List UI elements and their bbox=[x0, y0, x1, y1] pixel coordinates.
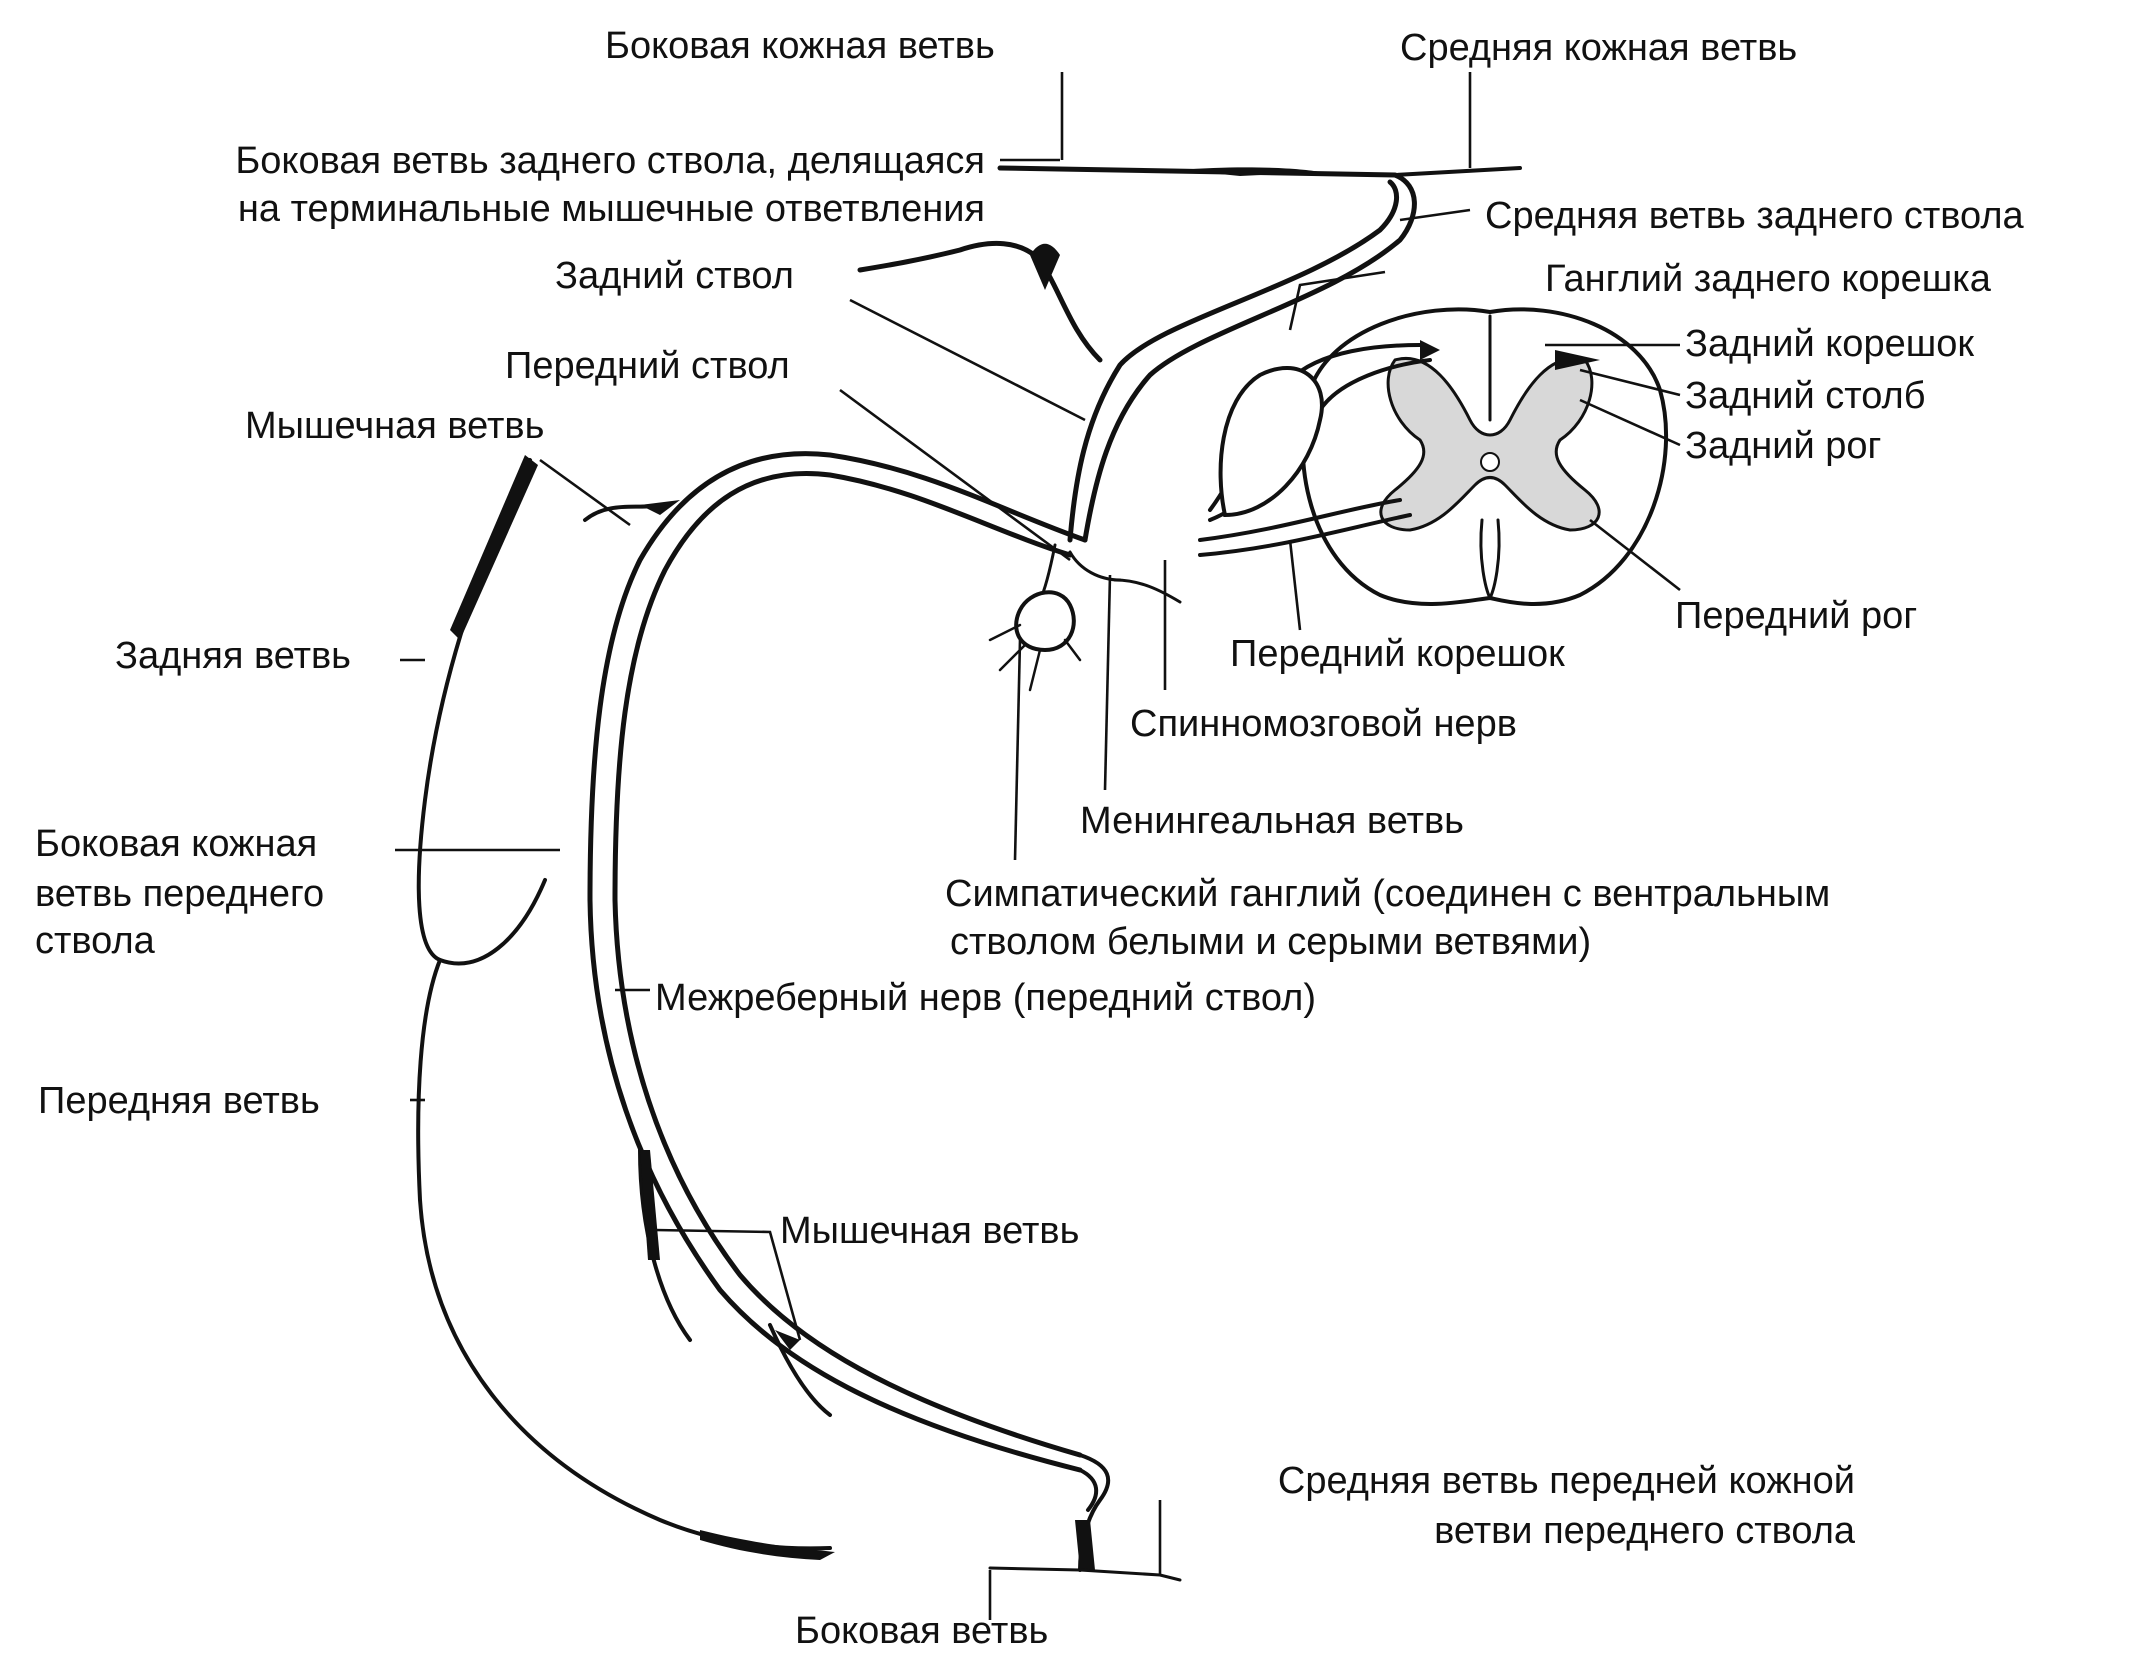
label-lateral-cutaneous-branch: Боковая кожная ветвь bbox=[605, 25, 995, 67]
label-medial-cutaneous-branch: Средняя кожная ветвь bbox=[1400, 27, 1798, 69]
label-posterior-branch: Задняя ветвь bbox=[115, 635, 351, 677]
label-anterior-horn: Передний рог bbox=[1675, 595, 1918, 637]
label-lateral-cutaneous-anterior-line3: ствола bbox=[35, 920, 155, 962]
label-spinal-nerve: Спинномозговой нерв bbox=[1130, 703, 1517, 745]
label-lateral-cutaneous-anterior-line1: Боковая кожная bbox=[35, 823, 318, 865]
label-medial-anterior-cutaneous-line1: Средняя ветвь передней кожной bbox=[1277, 1460, 1855, 1502]
label-muscular-branch-bottom: Мышечная ветвь bbox=[780, 1210, 1080, 1252]
label-anterior-branch: Передняя ветвь bbox=[38, 1080, 320, 1122]
anterior-trunk bbox=[587, 451, 1182, 1582]
label-sympathetic-ganglion-line1: Симпатический ганглий (соединен с вентра… bbox=[945, 873, 1831, 915]
label-medial-branch-posterior-trunk: Средняя ветвь заднего ствола bbox=[1485, 195, 2024, 237]
muscular-branch-lower bbox=[638, 1148, 832, 1417]
label-posterior-root-ganglion: Ганглий заднего корешка bbox=[1545, 258, 1991, 300]
label-lateral-branch-posterior-trunk-line2: на терминальные мышечные ответвления bbox=[237, 188, 985, 230]
label-lateral-branch-bottom: Боковая ветвь bbox=[795, 1610, 1049, 1652]
posterior-branch bbox=[416, 455, 835, 1560]
label-posterior-trunk: Задний ствол bbox=[555, 255, 794, 297]
label-posterior-horn: Задний рог bbox=[1685, 425, 1882, 467]
posterior-root-ganglion bbox=[1218, 365, 1324, 518]
label-intercostal-nerve: Межреберный нерв (передний ствол) bbox=[655, 977, 1316, 1019]
leader-lines bbox=[395, 72, 1681, 1620]
spinal-cord-section bbox=[1300, 307, 1669, 606]
label-posterior-column: Задний столб bbox=[1685, 375, 1926, 417]
label-lateral-cutaneous-anterior-line2: ветвь переднего bbox=[35, 873, 325, 915]
label-anterior-trunk: Передний ствол bbox=[505, 345, 790, 387]
sympathetic-ganglion bbox=[988, 543, 1182, 692]
label-lateral-branch-posterior-trunk-line1: Боковая ветвь заднего ствола, делящаяся bbox=[235, 140, 985, 182]
label-meningeal-branch: Менингеальная ветвь bbox=[1080, 800, 1464, 842]
posterior-root bbox=[1208, 340, 1600, 522]
grey-matter bbox=[1379, 356, 1601, 532]
label-medial-anterior-cutaneous-line2: ветви переднего ствола bbox=[1434, 1510, 1855, 1552]
anterior-root bbox=[1198, 498, 1412, 557]
label-anterior-root: Передний корешок bbox=[1230, 633, 1565, 675]
sympathetic-ganglion-body bbox=[1014, 590, 1076, 653]
label-posterior-root: Задний корешок bbox=[1685, 323, 1974, 365]
label-muscular-branch-top: Мышечная ветвь bbox=[245, 405, 545, 447]
posterior-trunk bbox=[857, 165, 1522, 543]
label-sympathetic-ganglion-line2: стволом белыми и серыми ветвями) bbox=[950, 921, 1592, 963]
